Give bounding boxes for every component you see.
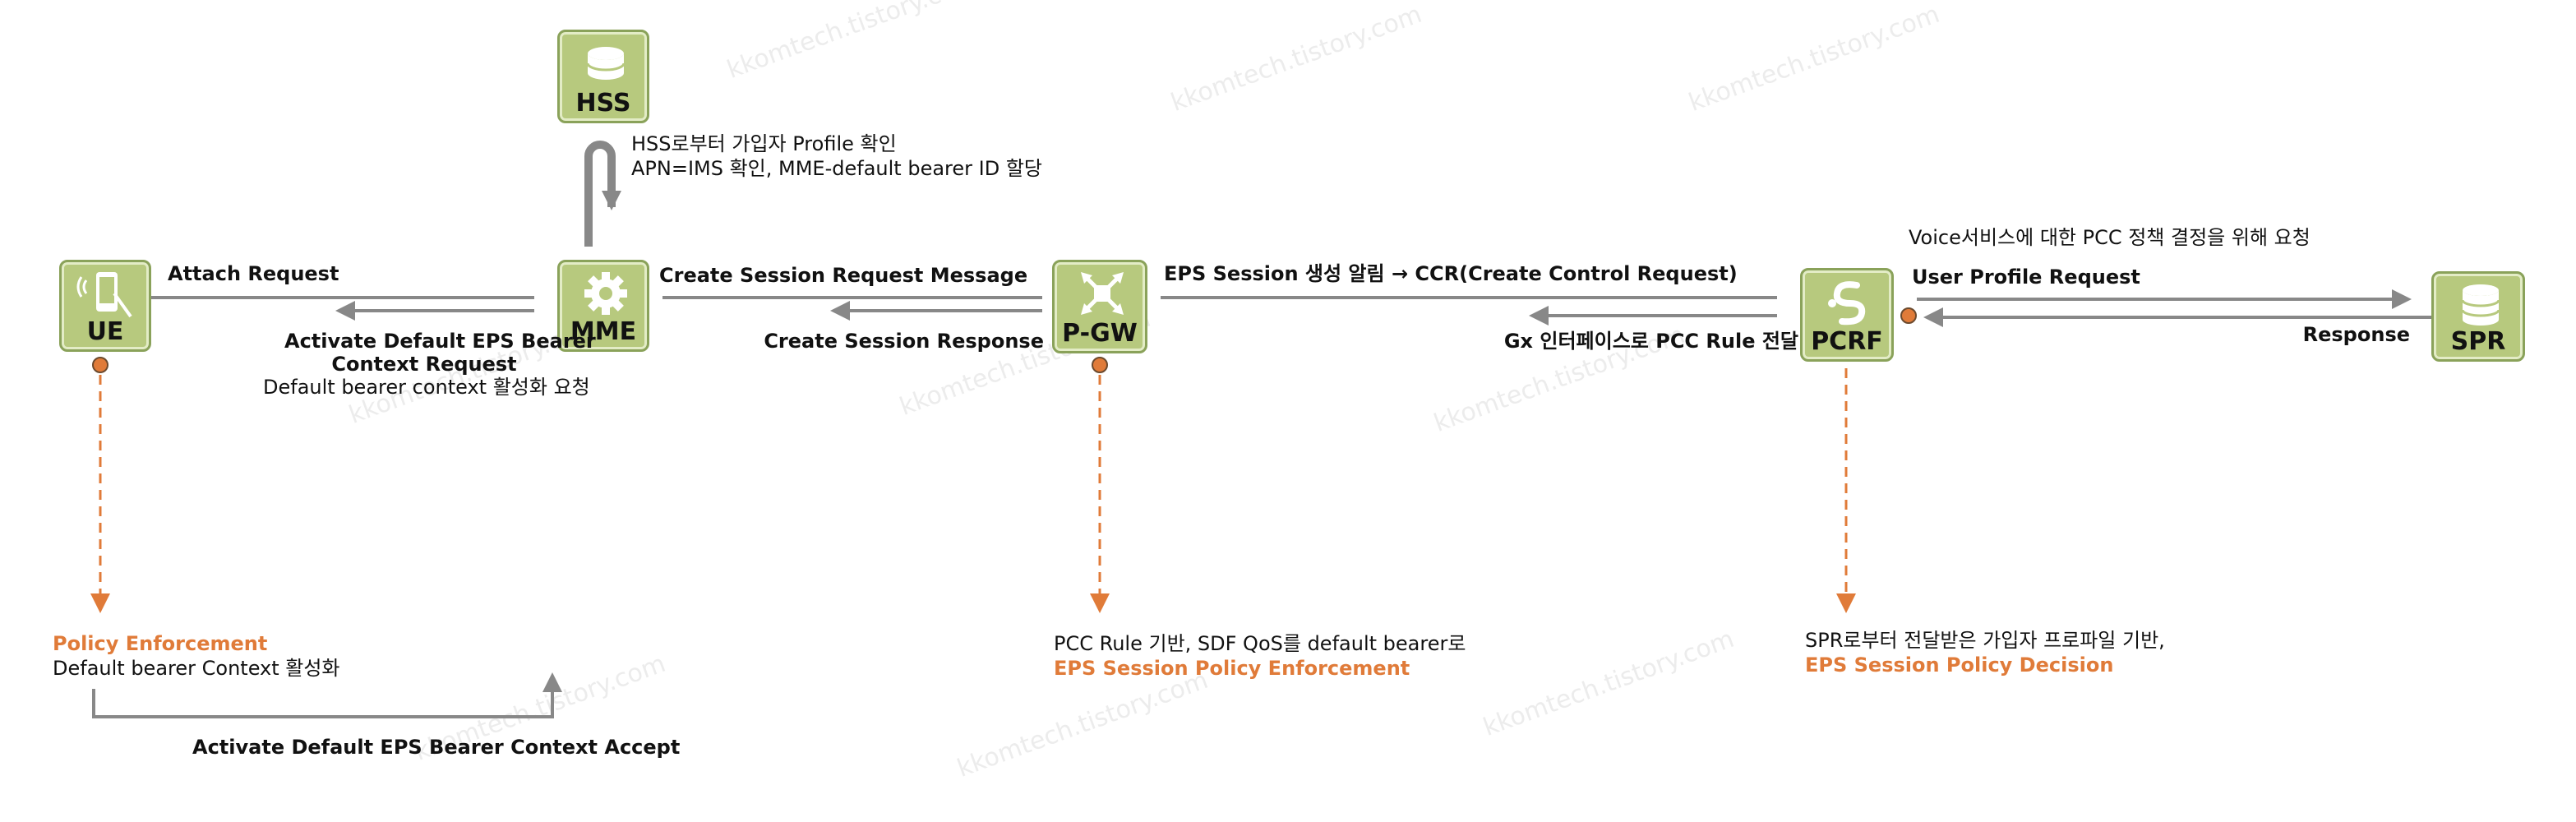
activate-default-label-line1: Activate Default EPS Bearer: [284, 330, 596, 353]
attach-request-label: Attach Request: [168, 262, 339, 285]
pgw-label: P-GW: [1062, 319, 1138, 348]
response-label: Response: [2302, 323, 2410, 346]
pcrf-marker-dot: [1900, 307, 1917, 324]
pcrf-note-title: EPS Session Policy Decision: [1805, 653, 2114, 677]
pcrf-node: PCRF: [1800, 268, 1894, 362]
hss-node: HSS: [557, 30, 649, 123]
create-session-response-label: Create Session Response: [764, 330, 1044, 353]
default-bearer-request-label: Default bearer context 활성화 요청: [263, 376, 590, 399]
pgw-marker-dot: [1092, 357, 1108, 373]
accept-label: Activate Default EPS Bearer Context Acce…: [192, 736, 681, 759]
router-arrows-icon: [1081, 272, 1124, 315]
database-cylinder-icon: [586, 47, 626, 80]
pgw-node: P-GW: [1052, 260, 1147, 353]
ue-note-title: Policy Enforcement: [53, 632, 268, 655]
eps-session-ccr-label: EPS Session 생성 알림 → CCR(Create Control R…: [1164, 262, 1738, 285]
mme-label: MME: [570, 317, 637, 346]
create-session-request-label: Create Session Request Message: [659, 264, 1028, 287]
pgw-note-title: EPS Session Policy Enforcement: [1054, 657, 1410, 680]
hss-mme-loop: [584, 141, 621, 247]
gx-pcc-rule-label: Gx 인터페이스로 PCC Rule 전달: [1503, 330, 1798, 353]
ue-marker-dot: [92, 357, 108, 373]
database-stack-icon: [2461, 284, 2500, 326]
hss-note-line1: HSS로부터 가입자 Profile 확인: [631, 132, 897, 155]
hss-note-line2: APN=IMS 확인, MME-default bearer ID 할당: [631, 157, 1042, 180]
pcrf-logo-icon: [1828, 281, 1866, 326]
mme-node: MME: [557, 260, 649, 352]
ue-node: UE: [59, 260, 151, 352]
mobile-phone-icon: [76, 272, 132, 318]
activate-default-label-line2: Context Request: [331, 353, 517, 376]
spr-label: SPR: [2450, 327, 2506, 356]
voice-pcc-note: Voice서비스에 대한 PCC 정책 결정을 위해 요청: [1909, 226, 2311, 249]
spr-node: SPR: [2431, 271, 2525, 362]
user-profile-request-label: User Profile Request: [1912, 266, 2140, 289]
gear-icon: [584, 272, 627, 315]
ue-note-line: Default bearer Context 활성화: [53, 657, 340, 680]
pcrf-label: PCRF: [1811, 327, 1883, 356]
pgw-note-line: PCC Rule 기반, SDF QoS를 default bearer로: [1054, 632, 1466, 655]
hss-label: HSS: [575, 89, 631, 118]
accept-bracket-arrow: [92, 672, 562, 718]
pcrf-note-line: SPR로부터 전달받은 가입자 프로파일 기반,: [1805, 629, 2165, 652]
ue-label: UE: [86, 317, 124, 346]
